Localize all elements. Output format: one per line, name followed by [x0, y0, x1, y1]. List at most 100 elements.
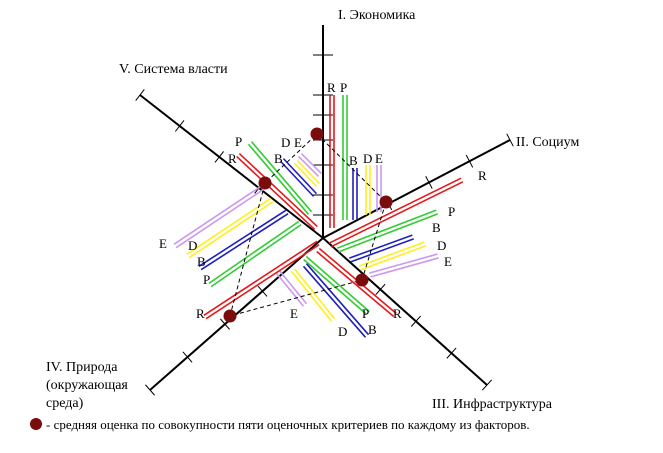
bar-society-B — [349, 234, 413, 259]
bar-power-B — [282, 158, 318, 195]
criteria-letter-power-R: R — [228, 151, 237, 166]
axis-label-nature: IV. Природа (окружающая среда) — [46, 359, 128, 413]
bar-infrastructure-D — [290, 270, 333, 322]
axis-label-infrastructure: III. Инфраструктура — [432, 397, 552, 412]
bar-society-D — [360, 245, 426, 271]
bar-nature-D — [186, 197, 272, 256]
bar-infrastructure-R — [316, 250, 395, 318]
criteria-letter-society-P: P — [448, 204, 455, 219]
criteria-letter-nature-E: E — [159, 236, 167, 251]
axes-layer — [135, 25, 514, 396]
axis-tick-nature — [219, 318, 230, 330]
bar-nature-P — [210, 223, 302, 288]
criteria-letter-infrastructure-B: B — [368, 322, 377, 337]
bar-nature-E — [175, 188, 264, 249]
bar-society-R — [328, 177, 462, 244]
bar-society-R — [330, 181, 464, 248]
criteria-letter-economy-D: D — [363, 151, 372, 166]
bar-infrastructure-B — [302, 265, 367, 338]
bar-power-E — [298, 155, 320, 177]
axis-line-infrastructure — [322, 237, 488, 386]
axis-label-nature-line-3: среда) — [46, 396, 84, 411]
axis-line-power — [139, 94, 324, 239]
criteria-letter-power-B: B — [274, 151, 283, 166]
average-dot-society — [379, 195, 393, 209]
average-dot-economy — [310, 127, 324, 141]
bar-power-R — [236, 155, 316, 231]
bar-nature-R — [203, 240, 318, 316]
criteria-letter-power-E: E — [294, 135, 302, 150]
criteria-letter-society-R: R — [478, 168, 487, 183]
bar-society-P — [336, 209, 437, 249]
average-dot-legend-icon — [30, 418, 42, 430]
average-polygon-layer — [229, 133, 387, 317]
average-dots-layer — [223, 127, 393, 323]
legend-note: - средняя оценка по совокупности пяти оц… — [30, 416, 640, 434]
bar-nature-D — [188, 200, 274, 259]
criteria-letter-nature-P: P — [203, 272, 210, 287]
criteria-letter-economy-R: R — [327, 80, 336, 95]
criteria-letter-society-E: E — [444, 254, 452, 269]
bar-infrastructure-D — [293, 268, 336, 320]
bar-society-D — [359, 241, 425, 267]
criteria-letter-infrastructure-D: D — [338, 324, 347, 339]
bar-society-E — [370, 257, 439, 278]
axis-tick-infrastructure — [446, 347, 457, 359]
axis-tick-infrastructure — [410, 315, 421, 327]
axis-tick-power — [135, 89, 145, 101]
bar-power-P — [250, 141, 313, 213]
axis-tick-nature — [257, 285, 268, 297]
axis-tick-society — [425, 176, 433, 189]
average-polygon-outline — [229, 133, 387, 317]
legend-text: - средняя оценка по совокупности пяти оц… — [46, 417, 530, 432]
criteria-letter-infrastructure-P: P — [362, 306, 369, 321]
bar-infrastructure-E — [275, 272, 305, 307]
axis-label-society: II. Социум — [516, 135, 580, 150]
criteria-letter-economy-B: B — [349, 153, 358, 168]
axis-label-nature-line-2: (окружающая — [46, 378, 128, 393]
axis-tick-society — [506, 133, 514, 147]
criteria-letter-economy-E: E — [375, 151, 383, 166]
bar-nature-P — [208, 220, 300, 285]
bar-power-D — [293, 162, 318, 187]
bar-power-R — [238, 152, 318, 228]
bar-power-B — [279, 160, 315, 197]
axis-tick-power — [214, 151, 225, 163]
bar-society-B — [350, 238, 414, 263]
criteria-letter-infrastructure-E: E — [290, 306, 298, 321]
bar-power-P — [247, 143, 310, 215]
bar-society-E — [369, 253, 438, 274]
bar-infrastructure-B — [305, 263, 370, 336]
average-dot-infrastructure — [355, 273, 369, 287]
bar-nature-B — [200, 213, 289, 271]
axis-tick-nature — [182, 351, 193, 363]
average-dot-power — [258, 176, 272, 190]
axis-label-economy: I. Экономика — [338, 8, 416, 23]
bar-power-D — [296, 160, 321, 185]
axis-label-power: V. Система власти — [119, 62, 228, 77]
axis-label-nature-line-1: IV. Природа — [46, 360, 118, 375]
bar-nature-R — [205, 244, 320, 320]
axis-tick-infrastructure — [481, 379, 493, 391]
axis-line-society — [322, 139, 511, 239]
bar-nature-B — [198, 209, 287, 267]
bar-infrastructure-P — [305, 255, 370, 313]
bar-power-E — [300, 153, 322, 175]
axis-tick-society — [465, 154, 474, 168]
criteria-letter-power-P: P — [235, 134, 242, 149]
bar-society-P — [338, 213, 439, 253]
average-dot-nature — [223, 309, 237, 323]
axis-tick-power — [174, 120, 185, 132]
criteria-letter-society-D: D — [437, 238, 446, 253]
bar-nature-E — [173, 185, 262, 246]
axis-tick-nature — [145, 384, 155, 396]
axis-tick-infrastructure — [375, 283, 386, 295]
criteria-letter-society-B: B — [432, 220, 441, 235]
criteria-letter-economy-P: P — [340, 80, 347, 95]
bar-infrastructure-E — [278, 270, 308, 305]
criteria-letter-power-D: D — [281, 135, 290, 150]
criteria-letter-nature-D: D — [188, 238, 197, 253]
criteria-letter-infrastructure-R: R — [393, 306, 402, 321]
